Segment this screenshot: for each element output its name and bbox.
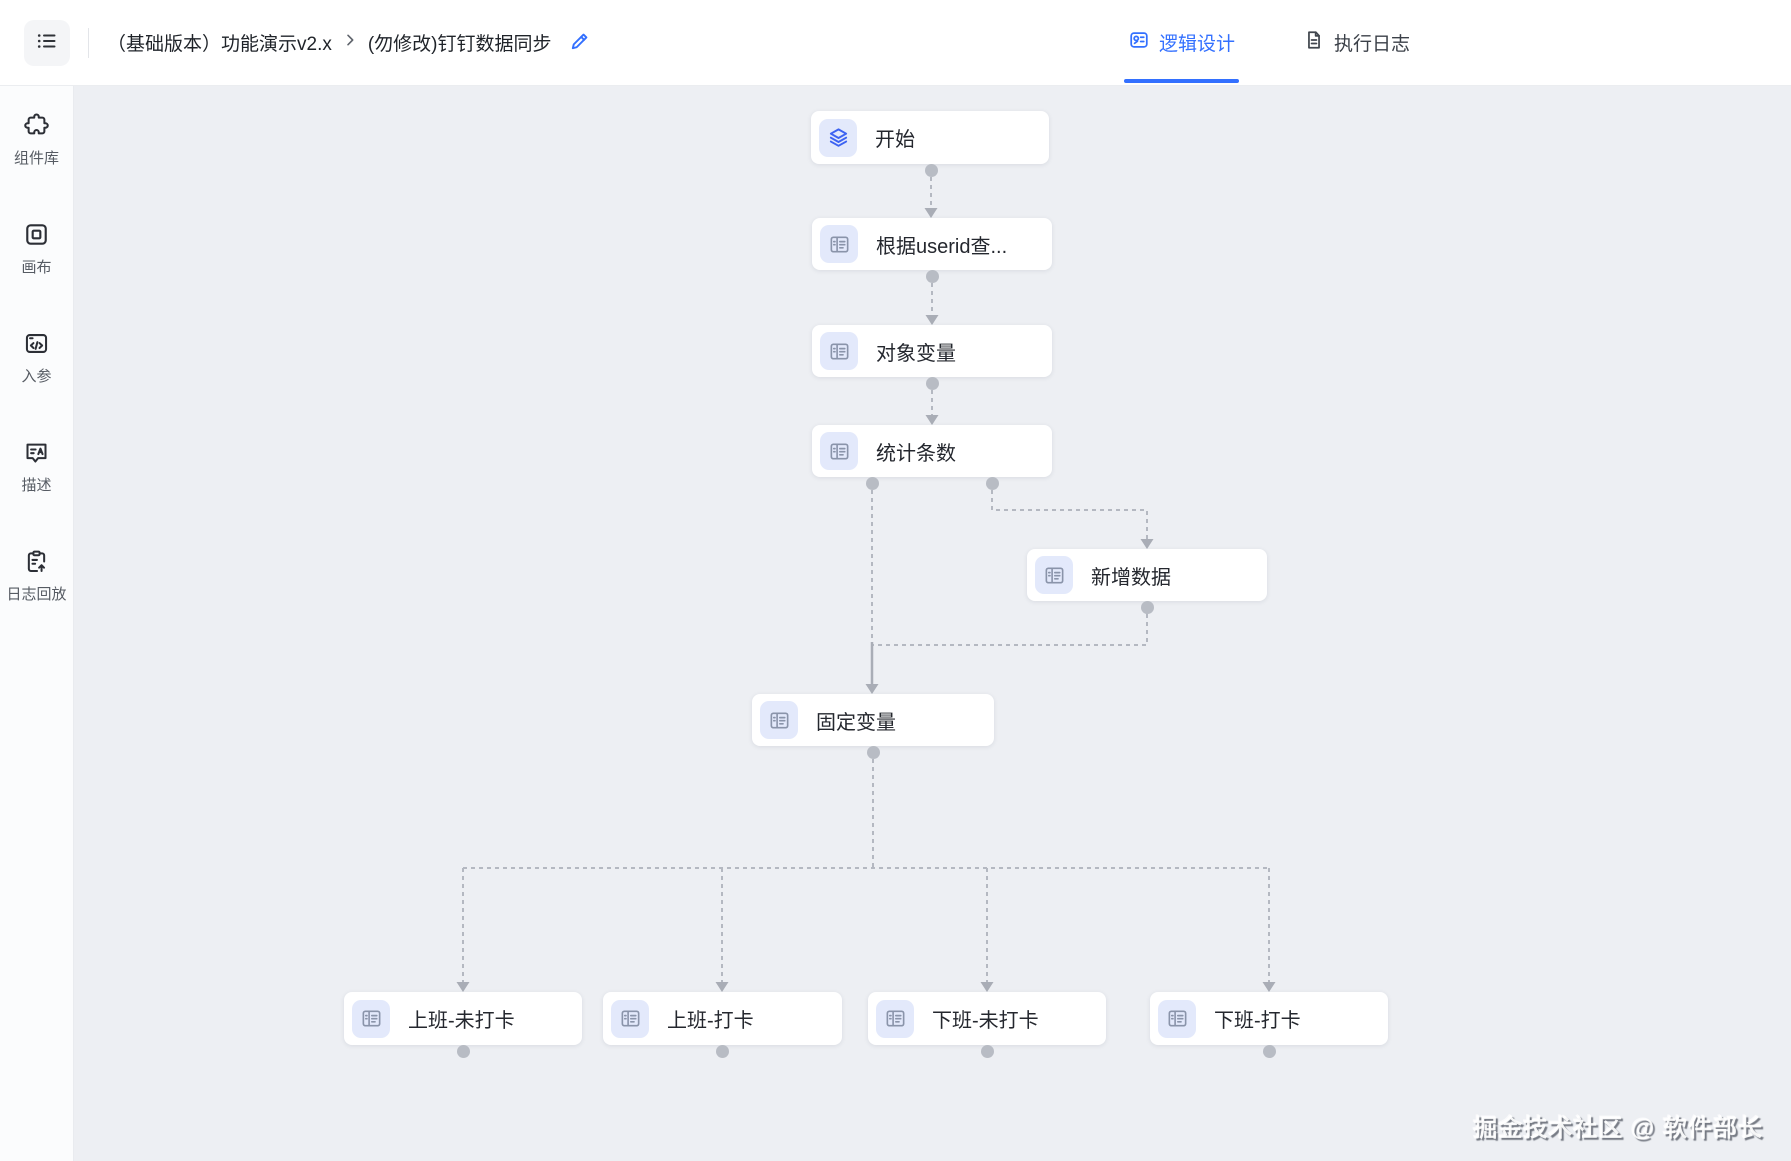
arrowhead-icon	[1262, 982, 1276, 992]
active-tab-underline	[1124, 79, 1240, 83]
table-icon	[820, 332, 858, 370]
connector-port[interactable]	[925, 269, 939, 283]
flow-node-object-variable[interactable]: 对象变量	[812, 325, 1052, 377]
flow-node-on-duty-no-punch[interactable]: 上班-未打卡	[344, 992, 582, 1045]
sidebar-item-label: 画布	[21, 259, 52, 276]
table-icon	[760, 701, 798, 739]
connector-port[interactable]	[925, 376, 939, 390]
connector-port[interactable]	[924, 163, 938, 177]
node-label: 固定变量	[816, 711, 896, 734]
list-menu-icon	[35, 29, 59, 56]
sidebar-item-description[interactable]: 描述	[0, 439, 73, 496]
flow-node-insert-data[interactable]: 新增数据	[1027, 549, 1267, 601]
table-icon	[876, 999, 914, 1038]
layers-icon	[819, 118, 857, 157]
node-label: 上班-打卡	[667, 1010, 754, 1032]
watermark: 掘金技术社区 @ 软件部长	[1473, 1115, 1763, 1142]
table-icon	[1158, 999, 1196, 1038]
arrowhead-icon	[924, 208, 938, 218]
edge-insert-to-junction	[872, 614, 1148, 646]
flow-node-on-duty-punch[interactable]: 上班-打卡	[603, 992, 842, 1045]
input-params-icon	[23, 330, 50, 362]
app-header: （基础版本）功能演示v2.x (勿修改)钉钉数据同步	[0, 0, 1791, 86]
tab-logic-design[interactable]: 逻辑设计	[1124, 0, 1240, 85]
sidebar: 组件库 画布 入参	[0, 86, 74, 1161]
connector-port[interactable]	[985, 476, 999, 490]
flow-node-off-duty-no-punch[interactable]: 下班-未打卡	[868, 992, 1106, 1045]
table-icon	[611, 999, 649, 1038]
sidebar-item-canvas[interactable]: 画布	[0, 221, 73, 278]
edit-title-button[interactable]	[568, 30, 591, 56]
edge-count-to-insert	[991, 490, 1148, 539]
node-label: 根据userid查...	[876, 235, 1008, 258]
sidebar-item-input-params[interactable]: 入参	[0, 330, 73, 387]
arrowhead-icon	[1140, 539, 1154, 549]
arrowhead-icon	[715, 982, 729, 992]
breadcrumb: （基础版本）功能演示v2.x (勿修改)钉钉数据同步	[107, 29, 591, 56]
node-label: 新增数据	[1091, 566, 1171, 589]
menu-button[interactable]	[24, 19, 70, 66]
arrowhead-icon	[980, 982, 994, 992]
node-label: 对象变量	[876, 342, 956, 365]
flow-node-count-records[interactable]: 统计条数	[812, 425, 1052, 477]
header-divider	[88, 27, 89, 58]
tab-execution-log[interactable]: 执行日志	[1303, 0, 1410, 85]
connector-port[interactable]	[980, 1044, 994, 1058]
arrowhead-icon	[865, 684, 879, 694]
pencil-edit-icon	[568, 30, 591, 56]
arrowhead-icon	[456, 982, 470, 992]
sidebar-item-label: 入参	[21, 368, 52, 385]
execution-log-icon	[1303, 29, 1325, 57]
connector-port[interactable]	[456, 1044, 470, 1058]
description-icon	[23, 439, 50, 471]
tab-label: 执行日志	[1334, 34, 1411, 55]
chevron-right-icon	[342, 32, 358, 54]
sidebar-item-label: 日志回放	[6, 586, 67, 603]
flow-design-icon	[1128, 29, 1150, 57]
breadcrumb-page-title[interactable]: (勿修改)钉钉数据同步	[367, 34, 552, 55]
sidebar-item-components[interactable]: 组件库	[0, 112, 73, 169]
log-replay-icon	[23, 548, 50, 580]
arrowhead-icon	[925, 315, 939, 325]
header-tabs: 逻辑设计 执行日志	[1124, 0, 1410, 85]
node-label: 下班-未打卡	[932, 1010, 1039, 1032]
connector-port[interactable]	[866, 745, 880, 759]
breadcrumb-app-title[interactable]: （基础版本）功能演示v2.x	[107, 34, 332, 55]
node-label: 开始	[875, 129, 915, 151]
sidebar-item-log-replay[interactable]: 日志回放	[0, 548, 73, 605]
connector-port[interactable]	[1262, 1044, 1276, 1058]
flow-node-query-by-userid[interactable]: 根据userid查...	[812, 218, 1052, 270]
flow-canvas[interactable]: 开始 根据userid查... 对象变量 统计条数 新增数据 固定变量 上班-未…	[74, 86, 1791, 1161]
arrowhead-icon	[925, 415, 939, 425]
tab-label: 逻辑设计	[1159, 34, 1236, 55]
flow-node-fixed-variable[interactable]: 固定变量	[752, 694, 994, 746]
table-icon	[820, 432, 858, 470]
connector-port[interactable]	[1140, 600, 1154, 614]
connector-port[interactable]	[715, 1044, 729, 1058]
canvas-icon	[23, 221, 50, 253]
table-icon	[1035, 556, 1073, 594]
node-label: 下班-打卡	[1214, 1010, 1301, 1032]
sidebar-item-label: 描述	[21, 477, 52, 494]
components-icon	[23, 112, 50, 144]
table-icon	[820, 225, 858, 263]
flow-node-off-duty-punch[interactable]: 下班-打卡	[1150, 992, 1388, 1045]
node-label: 上班-未打卡	[408, 1010, 515, 1032]
edge-layer	[456, 177, 1276, 992]
node-label: 统计条数	[876, 442, 956, 465]
flow-node-start[interactable]: 开始	[811, 111, 1049, 164]
connector-port[interactable]	[865, 476, 879, 490]
sidebar-item-label: 组件库	[13, 150, 59, 167]
table-icon	[352, 999, 390, 1038]
